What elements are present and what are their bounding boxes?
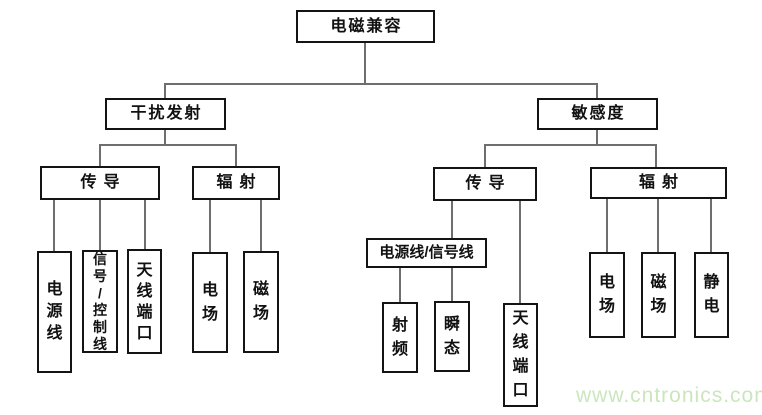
node-susceptibility-electric-field: 电 场 — [589, 252, 625, 338]
connector-to-emission-electric-field — [209, 200, 211, 252]
node-susceptibility-magnetic-field: 磁 场 — [641, 252, 676, 338]
node-susceptibility-radiated: 辐射 — [590, 167, 727, 199]
connector-to-susceptibility-electric-field — [606, 199, 608, 252]
connector-to-susceptibility-radiated — [655, 144, 657, 167]
node-emission-antenna-port: 天 线 端 口 — [127, 249, 162, 354]
watermark-text: www.cntronics.com — [576, 384, 762, 407]
connector-to-emission-antenna-port — [144, 200, 146, 249]
node-emc-root: 电磁兼容 — [296, 10, 435, 43]
node-power-line: 电 源 线 — [37, 251, 72, 373]
connector-to-emission — [164, 83, 166, 98]
node-susceptibility-antenna-port: 天 线 端 口 — [503, 303, 538, 407]
connector-to-emission-radiated — [235, 144, 237, 167]
node-emission-conducted: 传导 — [40, 166, 160, 200]
connector-to-susceptibility-magnetic-field — [657, 199, 659, 252]
connector-level2-bus — [164, 83, 598, 85]
connector-to-susceptibility — [596, 83, 598, 98]
connector-root-down — [364, 43, 366, 83]
node-emission-magnetic-field: 磁 场 — [243, 251, 279, 353]
node-electrostatic: 静 电 — [694, 252, 729, 338]
node-susceptibility: 敏感度 — [537, 98, 658, 130]
connector-emission-down — [164, 130, 166, 144]
node-transient: 瞬 态 — [434, 301, 470, 372]
node-interference-emission: 干扰发射 — [105, 98, 226, 130]
node-signal-control-line: 信 号 / 控 制 线 — [82, 250, 118, 353]
connector-emission-bus — [99, 144, 237, 146]
connector-susceptibility-down — [596, 130, 598, 144]
connector-to-susceptibility-conducted — [484, 144, 486, 167]
connector-to-transient — [451, 268, 453, 301]
node-emission-electric-field: 电 场 — [192, 252, 228, 353]
node-susceptibility-conducted: 传导 — [433, 167, 537, 201]
connector-susceptibility-bus — [484, 144, 657, 146]
node-emission-radiated: 辐射 — [192, 166, 280, 200]
connector-to-susceptibility-antenna-port — [519, 201, 521, 303]
connector-to-signal-control-line — [99, 200, 101, 250]
connector-to-power-signal-line — [451, 201, 453, 238]
node-rf: 射 频 — [382, 302, 418, 373]
connector-to-emission-magnetic-field — [260, 200, 262, 251]
connector-to-rf — [399, 268, 401, 302]
connector-to-electrostatic — [710, 199, 712, 252]
node-power-signal-line: 电源线/信号线 — [366, 238, 487, 268]
connector-to-power-line — [53, 200, 55, 251]
connector-to-emission-conducted — [99, 144, 101, 167]
